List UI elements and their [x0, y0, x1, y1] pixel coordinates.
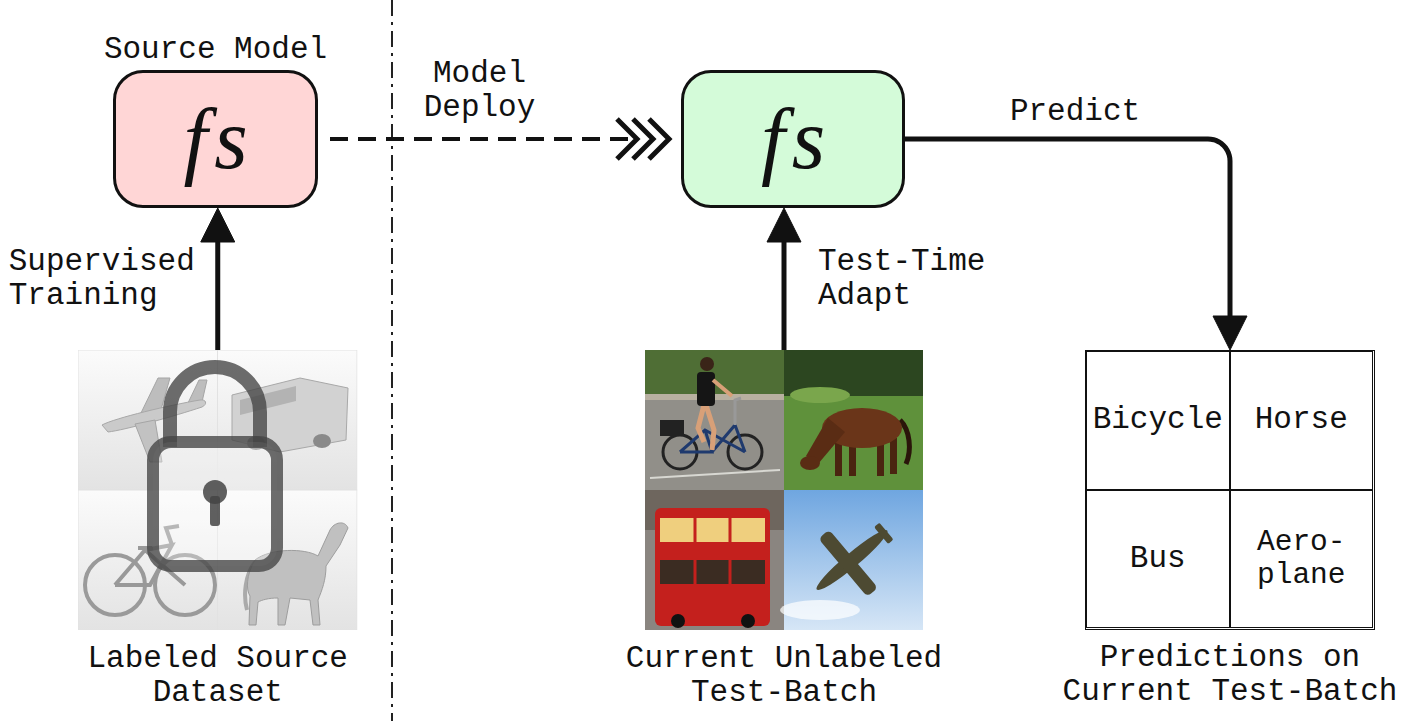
model-symbol: fs: [754, 96, 832, 182]
road-marking: [650, 470, 780, 478]
edge-label: Supervised Training: [9, 245, 198, 313]
connector: [330, 119, 669, 159]
rider-head: [700, 357, 714, 371]
bus-wheel: [313, 434, 331, 448]
lock-keyhole: [210, 496, 220, 526]
image-caption: Labeled Source Dataset: [68, 642, 368, 710]
bus-windows: [660, 560, 765, 584]
class-prediction: Aero- plane: [1231, 526, 1373, 591]
connector: [201, 208, 235, 350]
prediction-grid: Predictions on Current Test-BatchBicycle…: [1085, 350, 1375, 630]
arrow-head: [767, 208, 801, 242]
road: [645, 350, 784, 490]
grid-cell: Bicycle: [1086, 351, 1230, 490]
bus-wheel: [741, 614, 755, 628]
horse-leg: [835, 440, 842, 476]
class-prediction: Bus: [1130, 542, 1186, 576]
rider-arm: [713, 380, 732, 396]
source-images: [78, 350, 357, 630]
image-caption: Predictions on Current Test-Batch: [1058, 641, 1403, 709]
grass-patch: [790, 387, 850, 403]
bus-windows: [660, 518, 765, 542]
arrow-head: [201, 208, 235, 242]
source-image-panel: Labeled Source Dataset: [78, 350, 358, 630]
node-heading: Source Model: [104, 33, 327, 67]
connector-line: [905, 139, 1230, 316]
plane: [792, 501, 911, 618]
plane-tail: [188, 380, 207, 403]
arrow-head: [1213, 316, 1247, 350]
rider-legs: [698, 405, 714, 450]
bus-body: [655, 508, 770, 626]
horse-head: [800, 456, 820, 470]
edge-label: Predict: [1009, 95, 1142, 129]
divider-line: [391, 0, 393, 721]
cloud: [780, 600, 860, 620]
street: [645, 490, 784, 630]
connector-line: [330, 137, 633, 141]
connector: [905, 139, 1247, 350]
image-caption: Current Unlabeled Test-Batch: [614, 642, 954, 710]
bus-wheel: [671, 614, 685, 628]
lock-shackle: [170, 367, 260, 447]
grid-cell: Aero- plane: [1230, 490, 1374, 629]
plane-tail: [874, 523, 894, 544]
source-model-box: Source Modelfs: [113, 70, 318, 208]
plane-wing: [818, 530, 878, 597]
window-frame: [695, 518, 730, 584]
test-image-panel: Current Unlabeled Test-Batch: [645, 350, 923, 630]
connector: [767, 208, 801, 350]
class-prediction: Horse: [1255, 403, 1348, 437]
grass: [784, 350, 923, 490]
test-images: [645, 350, 923, 630]
connector-line: [215, 242, 220, 350]
chevron-head: [617, 119, 637, 159]
bicycle-basket: [660, 420, 684, 436]
model-symbol: fs: [177, 96, 255, 182]
rider-body: [697, 372, 715, 406]
grid-cell: Horse: [1230, 351, 1374, 490]
lock-body: [153, 442, 277, 566]
bicycle-handlebar: [735, 398, 741, 425]
edge-label: Test-Time Adapt: [818, 245, 988, 313]
class-prediction: Bicycle: [1093, 403, 1223, 437]
connector-line: [782, 242, 787, 350]
horse-leg: [890, 438, 897, 474]
grid-cell: Bus: [1086, 490, 1230, 629]
edge-label: Model Deploy: [423, 57, 537, 125]
deployed-model-box: fs: [681, 70, 905, 208]
